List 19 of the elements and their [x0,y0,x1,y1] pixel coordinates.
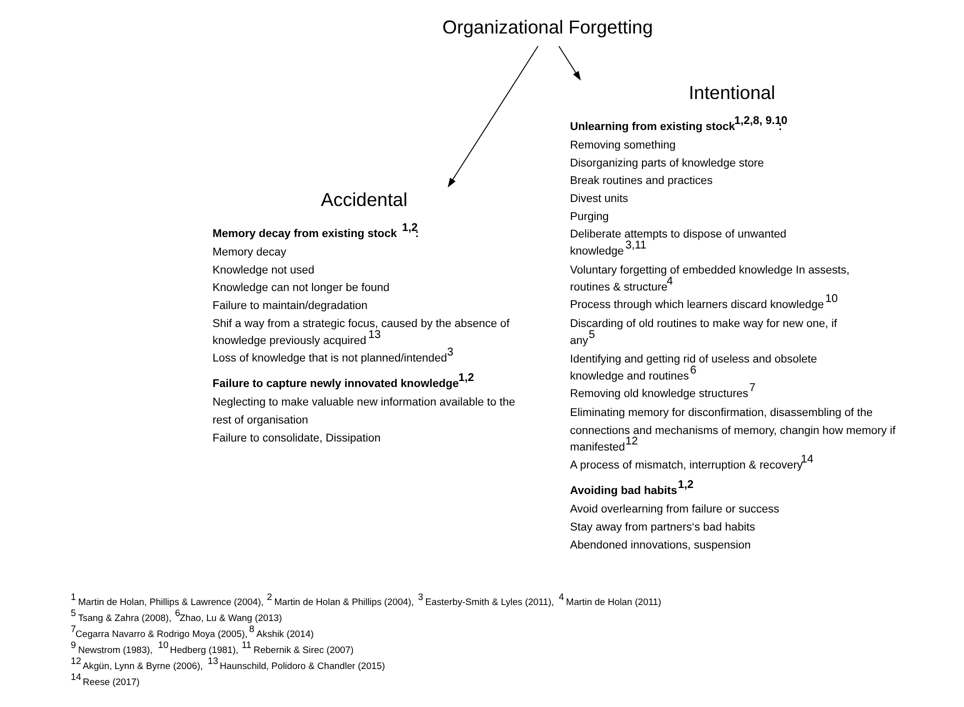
node-label: Disorganizing parts of knowledge store [570,157,764,170]
node-label: Purging [570,210,608,223]
node-text: Accidental [320,189,407,210]
node-label: Abendoned innovations, suspension [570,539,750,552]
node-label: Failure to consolidate, Dissipation [212,432,380,444]
node-label: Memory decay [212,246,286,259]
node-text: Organizational Forgetting [442,16,652,38]
node-label: Break routines and practices [570,175,712,188]
node-label: Removing something [570,140,676,152]
arrow [558,46,580,81]
node-text: Intentional [688,82,775,104]
node-label: Failure to maintain/degradation [212,300,368,312]
arrow [447,46,538,188]
node-label: Stay away from partners‘s bad habits [570,521,755,534]
node-label: Knowledge not used [212,264,314,276]
node-label: Divest units [570,193,628,206]
node-label: Neglecting to make valuable new information available to the rest of organisation [212,396,515,426]
node-label: Avoid overlearning from failure or success [570,504,779,516]
node-label: Knowledge can not longer be found [212,282,389,294]
